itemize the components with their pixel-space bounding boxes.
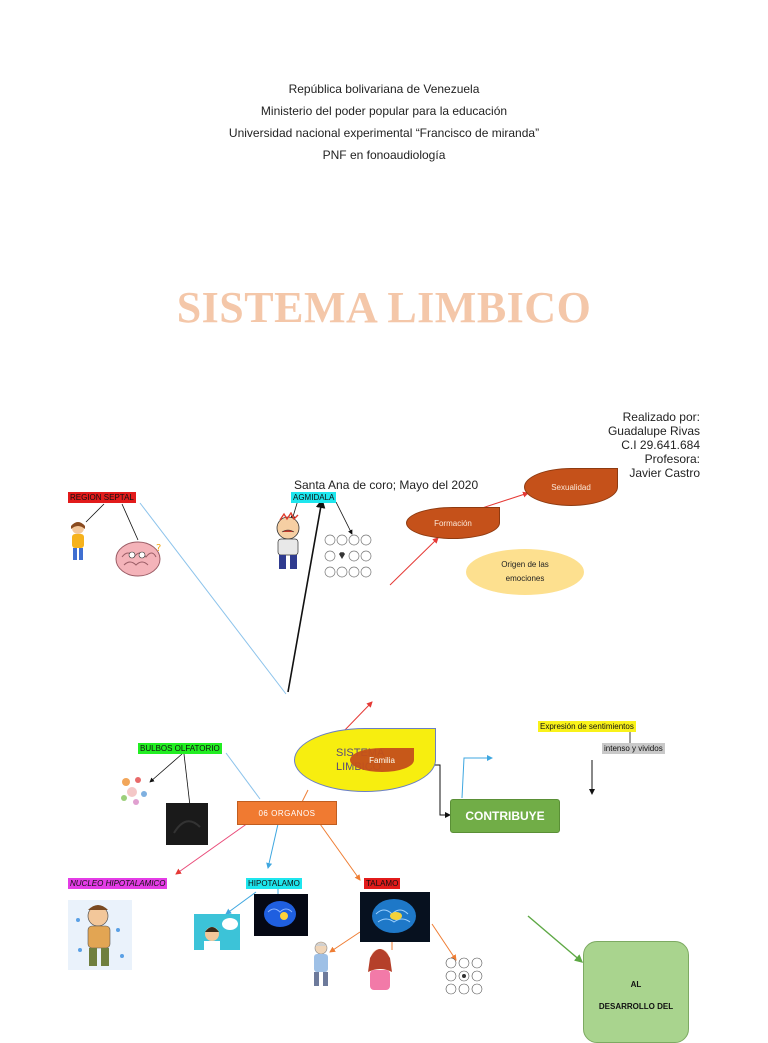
box-organos: 06 ORGANOS [237, 801, 337, 825]
page-title: SISTEMA LIMBICO [176, 283, 592, 332]
box-contribuye: CONTRIBUYE [450, 799, 560, 833]
header-universidad: Universidad nacional experimental “Franc… [228, 126, 540, 140]
angry-kid-illustration [276, 512, 300, 569]
oval-origen-emociones: Origen de las emociones [466, 549, 584, 595]
oval-familia: Familia [350, 748, 414, 772]
credits-profesora-label: Profesora: [644, 452, 700, 466]
blue-brain-illustration-2 [360, 892, 430, 942]
olfactory-dark-image [166, 803, 208, 845]
label-expresion: Expresión de sentimientos [538, 721, 636, 732]
thinking-woman-illustration [194, 914, 240, 950]
woman-illustration [368, 949, 392, 990]
credits-author: Guadalupe Rivas [607, 424, 700, 438]
child-illustration [71, 522, 85, 560]
place-date: Santa Ana de coro; Mayo del 2020 [294, 478, 479, 492]
label-bulbos: BULBOS OLFATORIO [138, 743, 222, 754]
line-septal-long [139, 502, 287, 695]
elderly-person-illustration [314, 941, 328, 986]
label-nucleo: NUCLEO HIPOTALAMICO [68, 878, 168, 889]
header-ministerio: Ministerio del poder popular para la edu… [260, 104, 508, 118]
oval-formacion: Formación [406, 507, 500, 539]
svg-text:?: ? [156, 543, 161, 554]
credits-realizado: Realizado por: [622, 410, 700, 424]
label-hipotalamo: HIPOTALAMO [246, 878, 302, 889]
emotion-faces-grid [324, 534, 372, 578]
credits-ci: C.I 29.641.684 [621, 438, 700, 452]
crying-man-illustration [68, 900, 132, 970]
credits-block: Realizado por: Guadalupe Rivas C.I 29.64… [608, 410, 700, 480]
origen-line2: emociones [505, 574, 545, 583]
origen-line1: Origen de las [501, 560, 549, 569]
header-pnf: PNF en fonoaudiología [322, 148, 446, 162]
label-agmidala: AGMIDALA [291, 492, 337, 503]
label-intenso: intenso y vividos [602, 743, 665, 754]
box-desarrollo: AL DESARROLLO DEL [583, 941, 689, 1043]
label-region-septal: REGION SEPTAL [68, 492, 136, 503]
label-talamo: TALAMO [364, 878, 401, 889]
small-emotion-faces [445, 957, 483, 995]
header-republica: República bolivariana de Venezuela [288, 82, 480, 96]
brain-cartoon-illustration: ? [115, 541, 161, 577]
desarrollo-del: DESARROLLO DEL [598, 1002, 674, 1011]
blue-brain-illustration-1 [254, 894, 308, 936]
smell-dots-illustration [121, 777, 147, 805]
credits-teacher: Javier Castro [629, 466, 700, 480]
desarrollo-al: AL [630, 980, 642, 989]
oval-sexualidad: Sexualidad [524, 468, 618, 506]
